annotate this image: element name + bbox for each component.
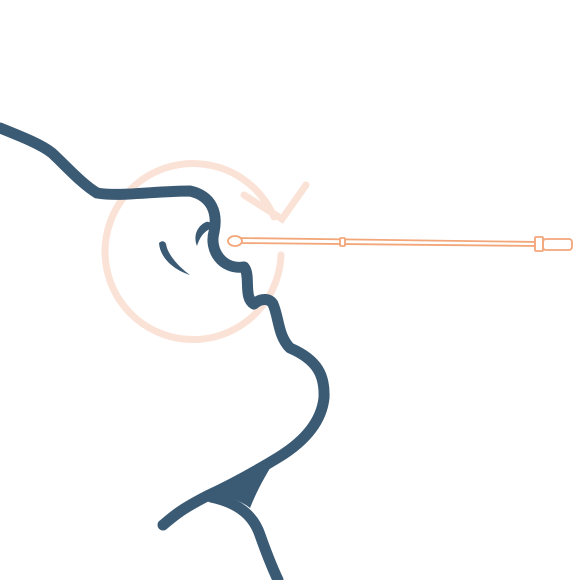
face-outline: [0, 122, 330, 531]
swab-breakpoint: [339, 237, 346, 247]
swab-handle: [542, 238, 573, 251]
swab-tip: [227, 235, 243, 247]
nostril-curl: [195, 221, 212, 246]
neck-line: [205, 491, 284, 580]
swab-shaft: [237, 237, 541, 247]
face-profile-icon: [0, 122, 330, 580]
rotate-arrow-icon: [101, 160, 310, 344]
nasal-swab-icon: [227, 235, 573, 252]
swab-handle-collar: [534, 236, 544, 252]
nostril-mark: [159, 241, 190, 275]
rotation-ring: [101, 160, 285, 344]
throat-shape: [212, 458, 276, 508]
rotation-arrowhead: [240, 181, 310, 224]
